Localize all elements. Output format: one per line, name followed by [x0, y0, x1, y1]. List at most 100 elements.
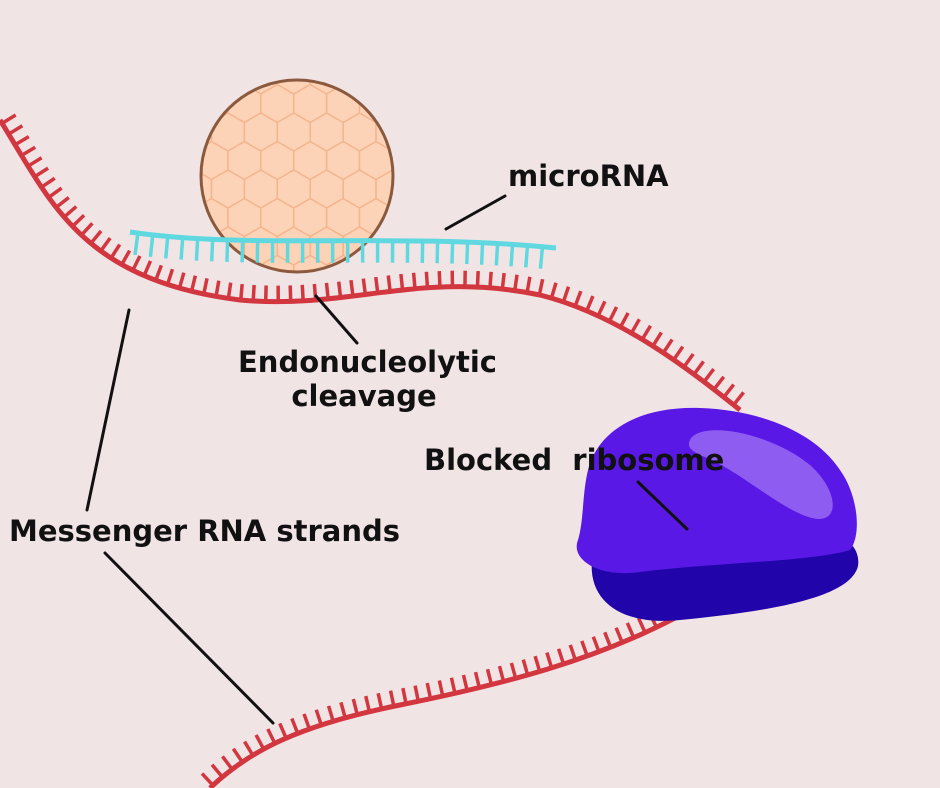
- strand-tooth: [131, 255, 142, 272]
- strand-tooth: [214, 280, 221, 297]
- hexagon-cell: [162, 370, 195, 408]
- hexagon-cell: [623, 85, 656, 123]
- strand-tooth: [411, 272, 417, 289]
- strand-tooth: [494, 243, 500, 266]
- strand-tooth: [702, 368, 716, 383]
- strand-tooth: [640, 324, 652, 341]
- hexagon-cell: [146, 56, 179, 94]
- strand-tooth: [288, 285, 293, 302]
- hexagon-cell: [195, 370, 228, 408]
- hexagon-cell: [146, 113, 179, 151]
- cleavage-label-line2: cleavage: [291, 378, 437, 413]
- hexagon-cell: [409, 56, 442, 94]
- strand-tooth: [226, 282, 233, 299]
- mrna-strand-lower: [200, 595, 692, 788]
- strand-tooth: [177, 272, 186, 289]
- hexagon-cell: [179, 341, 212, 379]
- hexagon-cell: [623, 370, 656, 408]
- hexagon-cell: [574, 341, 607, 379]
- hexagon-cell: [327, 427, 360, 465]
- hexagon-cell: [491, 85, 524, 123]
- leader-cleavage: [314, 294, 359, 345]
- strand-tooth: [465, 242, 470, 265]
- hexagon-cell: [162, 199, 195, 237]
- strand-tooth: [314, 709, 323, 726]
- hexagon-cell: [458, 199, 491, 237]
- hexagon-cell: [393, 427, 426, 465]
- strand-tooth: [525, 276, 532, 293]
- strand-tooth: [568, 644, 578, 661]
- hexagon-cell: [574, 113, 607, 151]
- hexagon-cell: [391, 140, 393, 181]
- strand-tooth: [672, 345, 685, 361]
- strand-tooth: [80, 222, 94, 237]
- strand-tooth: [607, 306, 619, 323]
- strand-tooth: [339, 701, 347, 719]
- hexagon-cell: [590, 199, 623, 237]
- hexagon-cell: [162, 142, 195, 180]
- strand-tooth: [225, 239, 230, 262]
- hexagon-cell: [146, 170, 179, 208]
- hexagon-cell: [475, 56, 508, 94]
- strand-tooth: [290, 717, 300, 735]
- hexagon-cell: [557, 85, 590, 123]
- hexagon-cell: [228, 427, 261, 465]
- strand-tooth: [349, 279, 355, 297]
- hexagon-cell: [375, 80, 393, 95]
- hexagon-cell: [146, 341, 179, 379]
- strand-tooth: [386, 275, 392, 292]
- hexagon-cell: [557, 199, 590, 237]
- hexagon-cell: [590, 256, 623, 294]
- hexagon-cell: [541, 341, 574, 379]
- hexagon-cell: [606, 56, 639, 94]
- hexagon-cell: [524, 199, 557, 237]
- strand-tooth: [437, 680, 445, 697]
- strand-tooth: [580, 640, 589, 657]
- hexagon-cell: [524, 313, 557, 351]
- hexagon-cell: [508, 341, 541, 379]
- hexagon-cell: [524, 85, 557, 123]
- hexagon-cell: [442, 113, 475, 151]
- hexagon-cell: [524, 370, 557, 408]
- hexagon-cell: [442, 227, 475, 265]
- hexagon-cell: [442, 56, 475, 94]
- strand-tooth: [596, 300, 607, 317]
- strand-tooth: [278, 722, 288, 739]
- hexagon-cell: [409, 170, 442, 208]
- hexagon-cell: [343, 284, 376, 322]
- strand-tooth: [7, 124, 24, 136]
- strand-tooth: [361, 278, 368, 295]
- strand-tooth: [148, 234, 155, 258]
- strand-tooth: [239, 283, 244, 301]
- strand-tooth: [165, 268, 175, 285]
- strand-tooth: [538, 246, 545, 269]
- strand-tooth: [200, 772, 215, 787]
- strand-tooth: [27, 156, 43, 168]
- hexagon-cell: [541, 56, 574, 94]
- hexagon-cell: [458, 28, 491, 66]
- strand-tooth: [591, 636, 601, 653]
- strand-tooth: [194, 238, 200, 261]
- hexagon-cell: [574, 398, 607, 436]
- strand-tooth: [629, 318, 641, 334]
- leader-ribosome: [636, 480, 689, 531]
- strand-tooth: [210, 763, 224, 779]
- hexagon-cell: [210, 80, 246, 95]
- strand-tooth: [189, 275, 198, 292]
- strand-tooth: [682, 352, 695, 369]
- strand-tooth: [636, 617, 647, 634]
- hexagon-cell: [557, 313, 590, 351]
- strand-tooth: [364, 695, 372, 713]
- hexagon-cell: [195, 313, 228, 351]
- hexagon-cell: [508, 398, 541, 436]
- strand-tooth: [401, 687, 408, 705]
- strand-tooth: [336, 281, 343, 298]
- hexagon-cell: [425, 142, 458, 180]
- leader-microrna: [444, 194, 507, 231]
- hexagon-cell: [425, 28, 458, 66]
- hexagon-cell: [195, 427, 228, 465]
- hexagon-cell: [162, 427, 195, 465]
- strand-tooth: [376, 692, 384, 710]
- hexagon-cell: [557, 370, 590, 408]
